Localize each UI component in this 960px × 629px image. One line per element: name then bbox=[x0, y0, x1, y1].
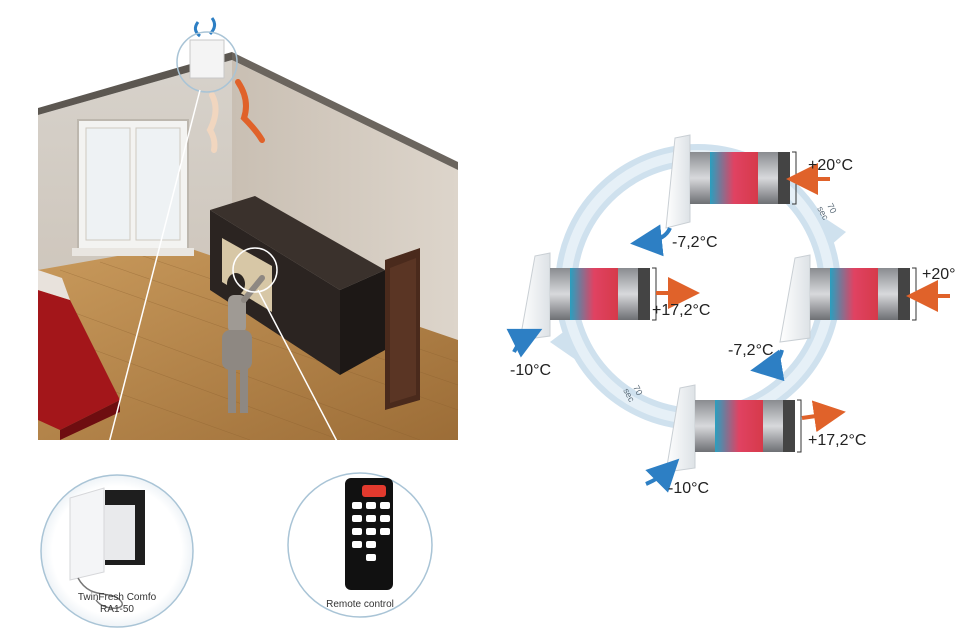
temp-bottom-in: -10°C bbox=[668, 480, 710, 497]
temp-left-in: -10°C bbox=[510, 362, 552, 379]
timer-top-label: 70 sec bbox=[815, 201, 839, 222]
sideboard bbox=[210, 196, 385, 290]
operating-cycle-diagram: 70 sec 70 sec +20°C -7,2°C +17,2°C -10°C… bbox=[480, 0, 960, 629]
product-caption: TwinFresh Comfo RA1-50 bbox=[62, 592, 172, 616]
product-caption-line2: RA1-50 bbox=[100, 604, 134, 615]
ventilator-unit bbox=[189, 39, 225, 79]
room-illustration-panel: TwinFresh Comfo RA1-50 Remote control bbox=[0, 0, 470, 629]
arrow-left-in bbox=[506, 328, 543, 358]
arrow-bottom-out bbox=[801, 400, 846, 433]
unit-bottom bbox=[665, 384, 802, 473]
temp-top-out: -7,2°C bbox=[672, 234, 718, 251]
temp-right-in: +20° bbox=[922, 266, 956, 283]
remote-control-image bbox=[345, 478, 393, 590]
zoom-circle-ventilator bbox=[176, 31, 238, 93]
person-figure bbox=[222, 273, 265, 413]
temp-bottom-out: +17,2°C bbox=[808, 432, 867, 449]
room-scene bbox=[0, 17, 470, 629]
unit-left bbox=[519, 252, 657, 341]
temp-top-in: +20°C bbox=[808, 157, 854, 174]
arrow-bottom-in bbox=[645, 458, 680, 493]
wall-top-edge bbox=[38, 52, 232, 115]
zoom-circle-remote bbox=[232, 247, 278, 293]
ring-arrowhead-bottom bbox=[550, 330, 576, 360]
ventilator-product-image bbox=[69, 487, 145, 609]
temp-right-out: -7,2°C bbox=[728, 342, 774, 359]
timer-bottom-label: 70 sec bbox=[621, 383, 645, 404]
wall-top-edge-right bbox=[232, 52, 458, 170]
ring-arrowhead-top bbox=[820, 215, 846, 246]
product-caption-line1: TwinFresh Comfo bbox=[77, 592, 157, 603]
bed bbox=[38, 290, 120, 430]
unit-right bbox=[779, 254, 917, 343]
cycle-graphic bbox=[506, 134, 950, 493]
arrow-right-out bbox=[750, 349, 785, 382]
unit-top bbox=[665, 134, 797, 229]
warm-airflow bbox=[235, 79, 265, 143]
temp-left-out: +17,2°C bbox=[652, 302, 711, 319]
arrow-top-out bbox=[630, 224, 672, 257]
remote-caption: Remote control bbox=[326, 599, 394, 610]
